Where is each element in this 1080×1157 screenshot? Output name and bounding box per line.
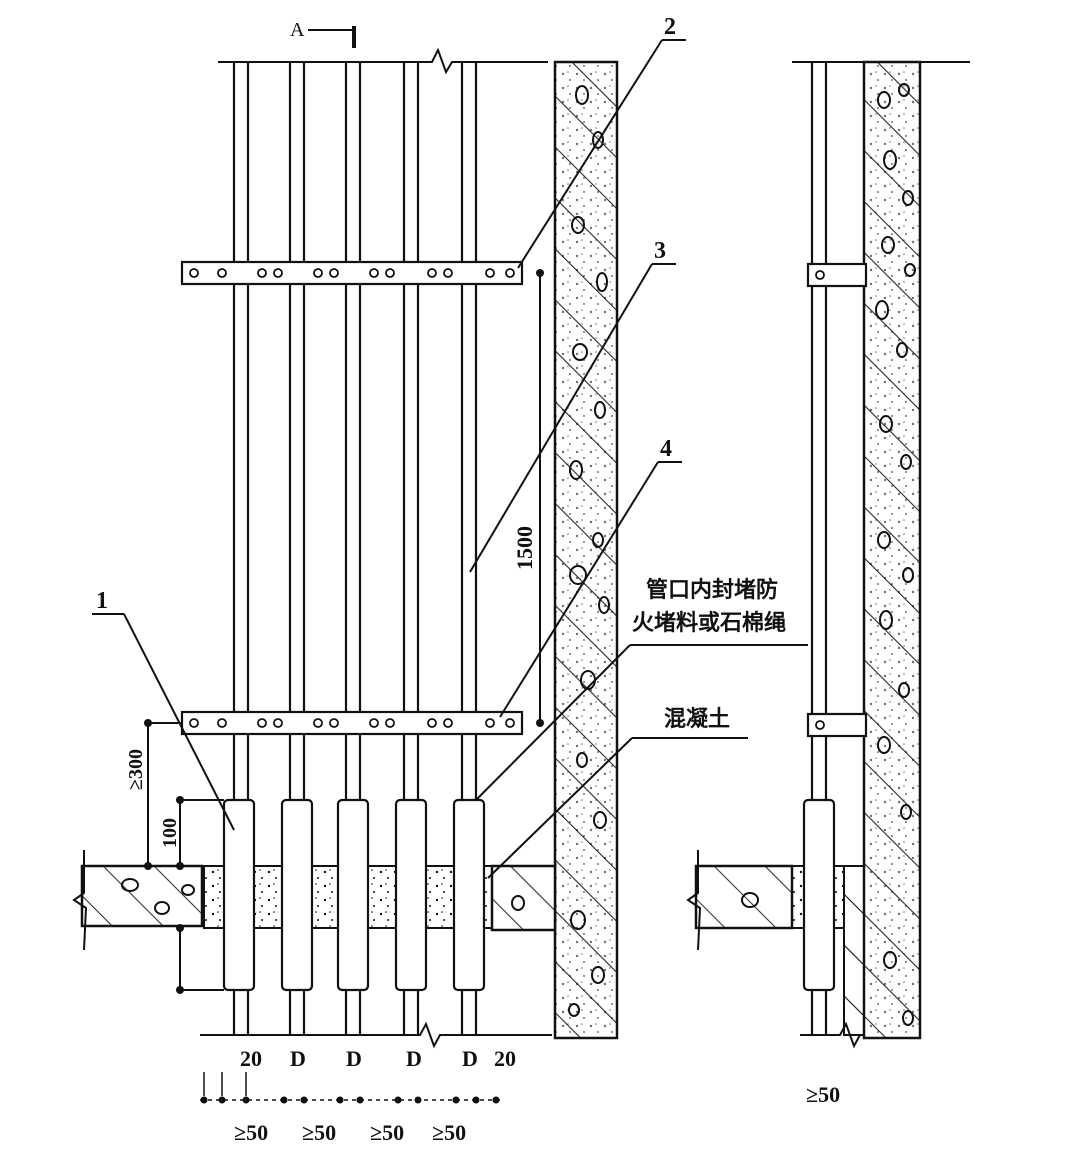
section-clamps	[806, 262, 868, 738]
callout-leaders	[92, 39, 808, 879]
section-mark-a: A	[290, 19, 356, 48]
lower-pipe-clamp	[180, 710, 524, 736]
svg-text:1500: 1500	[512, 526, 537, 570]
section-wall	[862, 60, 922, 1040]
svg-text:A: A	[290, 19, 305, 41]
section-pipe	[802, 62, 836, 1035]
svg-text:≥50: ≥50	[302, 1120, 336, 1145]
concrete-shaft-wall	[553, 60, 619, 1040]
dimension-300-100: ≥300 100	[125, 719, 224, 994]
pipe-3	[336, 62, 370, 1035]
svg-text:≥50: ≥50	[234, 1120, 268, 1145]
section-dim-ge50: ≥50	[806, 1082, 840, 1107]
floor-slab-right	[490, 864, 557, 932]
section-slab	[686, 850, 865, 1036]
floor-slab-left	[72, 850, 204, 951]
pipe-2	[280, 62, 314, 1035]
svg-text:D: D	[346, 1046, 362, 1071]
pipe-group	[222, 62, 486, 1035]
right-section-view: ≥50	[686, 60, 970, 1107]
bottom-dimension-chain: 20 D D D D 20 ≥50 ≥50 ≥50 ≥50	[200, 1046, 516, 1145]
svg-text:≥300: ≥300	[125, 749, 147, 790]
seal-note-line2: 火堵料或石棉绳	[632, 610, 786, 636]
svg-text:20: 20	[494, 1046, 516, 1071]
svg-text:≥50: ≥50	[432, 1120, 466, 1145]
callout-3: 3	[654, 238, 666, 264]
pipe-1	[222, 62, 256, 1035]
seal-note-line1: 管口内封堵防	[646, 577, 778, 603]
upper-pipe-clamp	[180, 260, 524, 286]
callout-4: 4	[660, 436, 672, 462]
svg-text:≥50: ≥50	[370, 1120, 404, 1145]
callout-2: 2	[664, 14, 676, 40]
dimension-1500: 1500	[512, 269, 544, 727]
callout-1: 1	[96, 588, 108, 614]
svg-text:D: D	[406, 1046, 422, 1071]
svg-text:100: 100	[159, 818, 181, 848]
svg-text:20: 20	[240, 1046, 262, 1071]
bottom-break-line	[200, 1021, 552, 1049]
concrete-note: 混凝土	[664, 706, 730, 732]
left-elevation: A	[72, 14, 808, 1145]
top-break-line	[218, 47, 548, 75]
svg-text:D: D	[462, 1046, 478, 1071]
svg-text:D: D	[290, 1046, 306, 1071]
pipe-5	[452, 62, 486, 1035]
pipe-4	[394, 62, 428, 1035]
